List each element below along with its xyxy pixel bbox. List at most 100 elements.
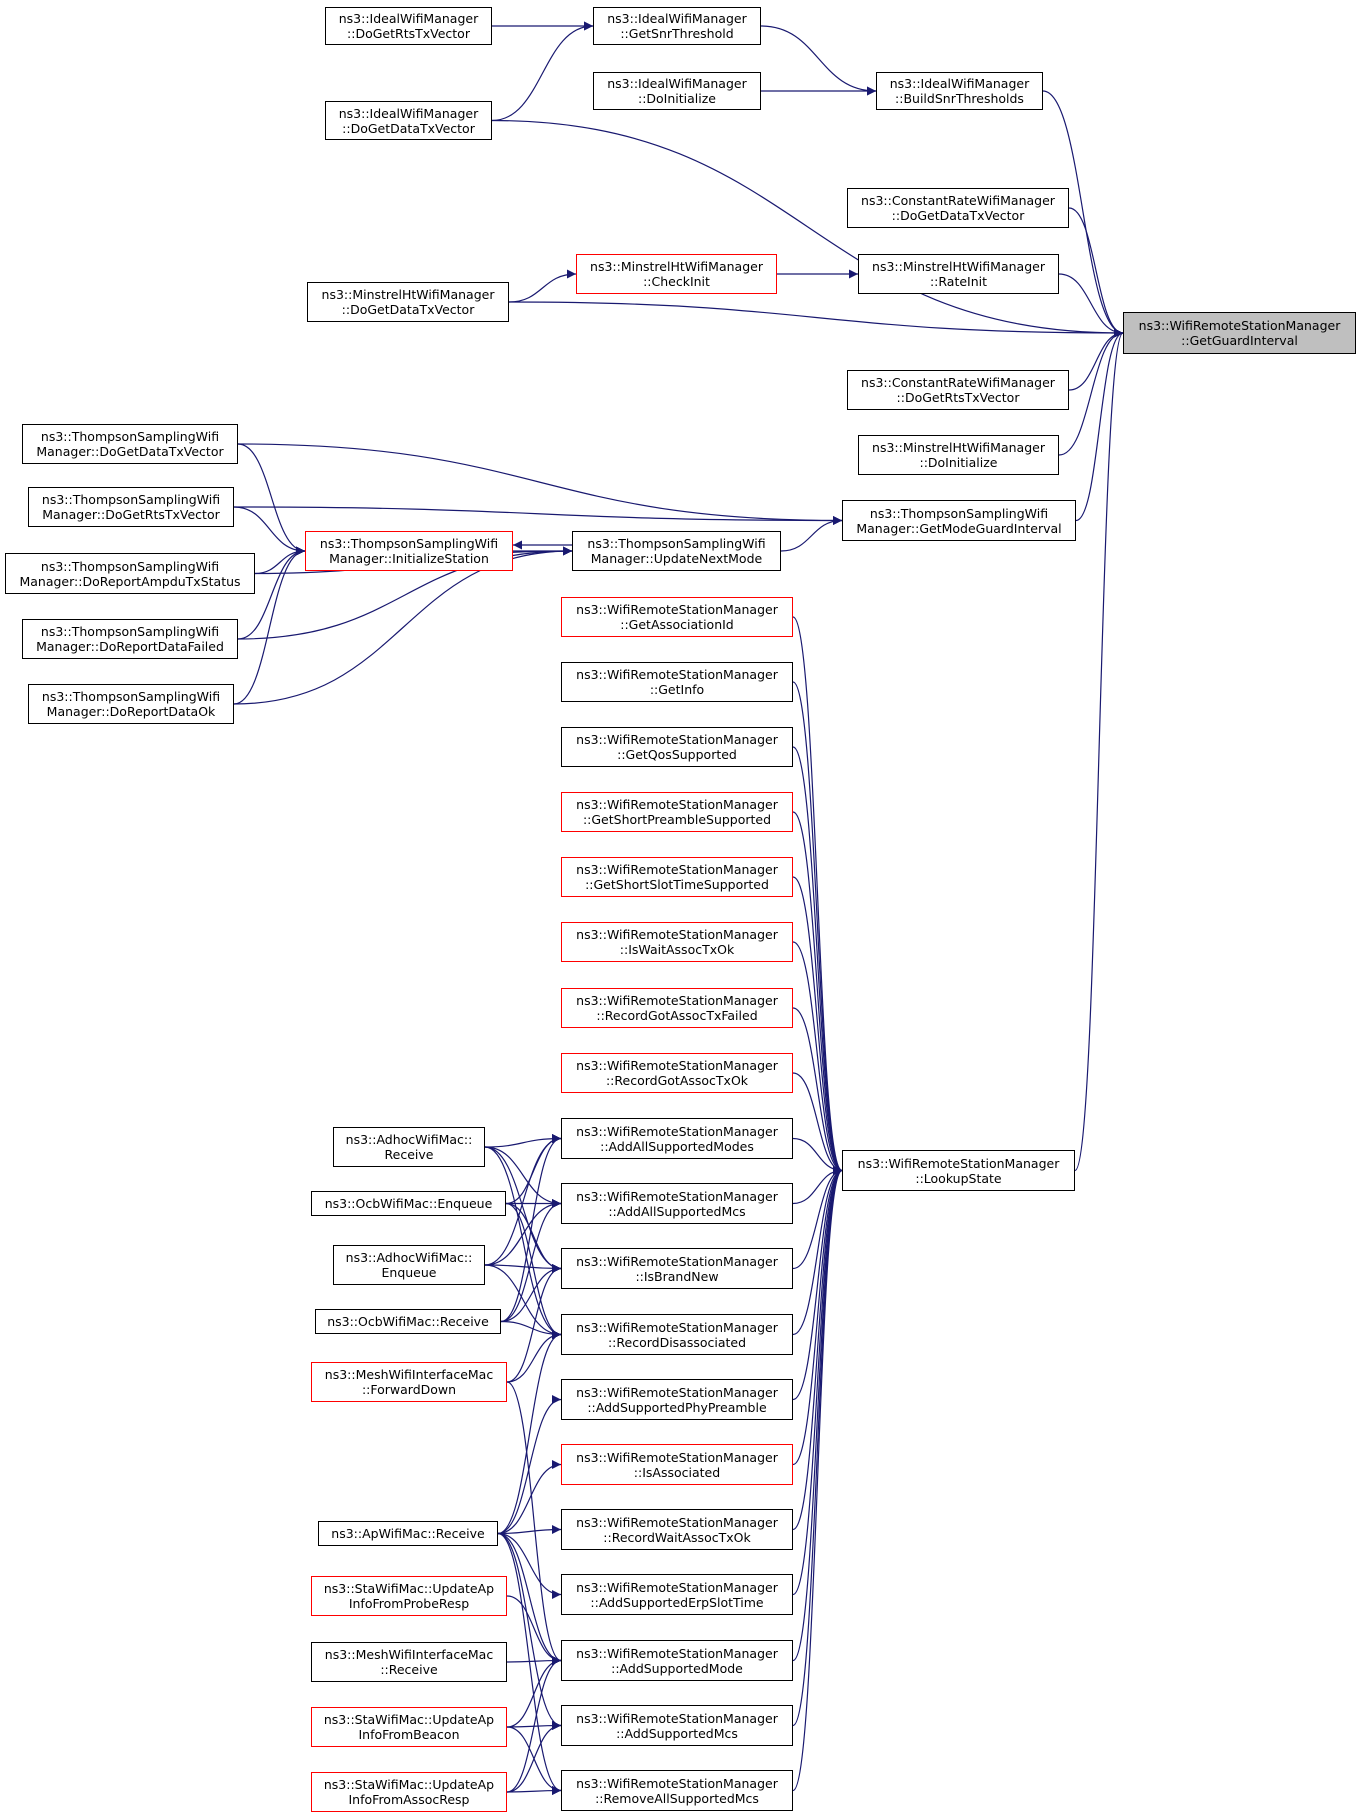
graph-node-wRemoveMcs[interactable]: ns3::WifiRemoteStationManager::RemoveAll… xyxy=(561,1770,793,1811)
graph-node-wShortSlot[interactable]: ns3::WifiRemoteStationManager::GetShortS… xyxy=(561,857,793,897)
graph-node-wErp[interactable]: ns3::WifiRemoteStationManager::AddSuppor… xyxy=(561,1574,793,1615)
node-label: ::RateInit xyxy=(929,274,988,289)
node-label: ::DoGetRtsTxVector xyxy=(896,390,1020,405)
node-label: ns3::WifiRemoteStationManager xyxy=(576,1775,778,1791)
edge-tsGetMode-to-root xyxy=(1075,328,1124,522)
graph-node-wGetQos[interactable]: ns3::WifiRemoteStationManager::GetQosSup… xyxy=(561,727,793,767)
graph-node-idealDoGetRts[interactable]: ns3::IdealWifiManager::DoGetRtsTxVector xyxy=(325,7,492,45)
node-label: ns3::StaWifiMac::UpdateAp xyxy=(323,1712,495,1727)
edge-tsDoGetData-to-tsGetMode xyxy=(237,443,843,525)
node-label: ns3::WifiRemoteStationManager xyxy=(576,862,778,877)
edge-staAssoc-to-wRemoveMcs xyxy=(506,1786,562,1796)
edge-mhRateInit-to-root xyxy=(1058,273,1124,338)
node-label: ::GetGuardInterval xyxy=(1181,333,1298,348)
graph-node-wPhyPre[interactable]: ns3::WifiRemoteStationManager::AddSuppor… xyxy=(561,1379,793,1420)
edge-wRecDisassoc-to-lookup xyxy=(792,1166,843,1336)
graph-node-ocbRecv[interactable]: ns3::OcbWifiMac::Receive xyxy=(315,1309,501,1334)
node-label: ::RecordWaitAssocTxOk xyxy=(603,1529,751,1545)
node-label: InfoFromProbeResp xyxy=(348,1596,470,1611)
edge-apRecv-to-wMode xyxy=(497,1532,562,1665)
graph-node-wRecFailed[interactable]: ns3::WifiRemoteStationManager::RecordGot… xyxy=(561,988,793,1028)
graph-node-wIsAssoc[interactable]: ns3::WifiRemoteStationManager::IsAssocia… xyxy=(561,1444,793,1485)
node-label: ns3::MinstrelHtWifiManager xyxy=(872,440,1045,455)
node-label: ::GetShortPreambleSupported xyxy=(582,812,772,827)
node-label: ns3::ThompsonSamplingWifi xyxy=(319,536,499,551)
edge-wGetInfo-to-lookup xyxy=(792,681,843,1175)
node-label: ::DoGetRtsTxVector xyxy=(347,26,470,41)
graph-node-lookup[interactable]: ns3::WifiRemoteStationManager::LookupSta… xyxy=(842,1150,1075,1191)
graph-node-wMcs[interactable]: ns3::WifiRemoteStationManager::AddSuppor… xyxy=(561,1705,793,1746)
node-label: ns3::WifiRemoteStationManager xyxy=(857,1155,1060,1171)
node-label: ns3::StaWifiMac::UpdateAp xyxy=(323,1581,495,1596)
graph-node-wMode[interactable]: ns3::WifiRemoteStationManager::AddSuppor… xyxy=(561,1640,793,1681)
graph-node-idealDoInit[interactable]: ns3::IdealWifiManager::DoInitialize xyxy=(593,72,761,110)
node-label: ns3::ThompsonSamplingWifi xyxy=(40,429,220,444)
graph-node-mhDoGetData[interactable]: ns3::MinstrelHtWifiManager::DoGetDataTxV… xyxy=(307,282,509,322)
node-label: ns3::ThompsonSamplingWifi xyxy=(40,624,220,639)
graph-node-mhDoInit[interactable]: ns3::MinstrelHtWifiManager::DoInitialize xyxy=(858,435,1059,475)
graph-node-adhocRecv[interactable]: ns3::AdhocWifiMac::Receive xyxy=(333,1127,485,1167)
graph-node-wGetAssocId[interactable]: ns3::WifiRemoteStationManager::GetAssoci… xyxy=(561,597,793,637)
graph-node-wIsWait[interactable]: ns3::WifiRemoteStationManager::IsWaitAss… xyxy=(561,922,793,962)
graph-node-crDoGetData[interactable]: ns3::ConstantRateWifiManager::DoGetDataT… xyxy=(847,188,1069,228)
edge-adhocEnq-to-wAllModes xyxy=(484,1134,562,1266)
node-label: Enqueue xyxy=(381,1265,437,1280)
graph-node-mhCheckInit[interactable]: ns3::MinstrelHtWifiManager::CheckInit xyxy=(576,254,777,294)
edge-wIsAssoc-to-lookup xyxy=(792,1166,843,1466)
node-label: ns3::ThompsonSamplingWifi xyxy=(41,689,221,704)
edge-tsFailed-to-tsInit xyxy=(237,546,306,640)
node-label: ::ForwardDown xyxy=(361,1382,457,1397)
node-label: Manager::InitializeStation xyxy=(329,551,489,566)
node-label: ns3::StaWifiMac::UpdateAp xyxy=(323,1777,495,1792)
edge-meshFwd-to-wMode xyxy=(506,1381,562,1665)
edge-idealDoGetData-to-idealGetSnr xyxy=(491,21,594,122)
edge-idealBuild-to-root xyxy=(1042,90,1124,338)
node-label: ::AddAllSupportedMcs xyxy=(608,1203,746,1219)
edge-tsDoGetData-to-tsInit xyxy=(237,443,306,556)
node-label: ::DoGetDataTxVector xyxy=(341,302,475,317)
graph-node-wAllModes[interactable]: ns3::WifiRemoteStationManager::AddAllSup… xyxy=(561,1118,793,1159)
node-label: ::RecordGotAssocTxFailed xyxy=(596,1008,758,1023)
graph-node-wRecWait[interactable]: ns3::WifiRemoteStationManager::RecordWai… xyxy=(561,1509,793,1550)
node-label: Manager::DoReportAmpduTxStatus xyxy=(19,573,241,589)
graph-node-wRecDisassoc[interactable]: ns3::WifiRemoteStationManager::RecordDis… xyxy=(561,1314,793,1355)
node-label: Manager::DoGetRtsTxVector xyxy=(42,507,220,522)
graph-node-wShortPre[interactable]: ns3::WifiRemoteStationManager::GetShortP… xyxy=(561,792,793,832)
node-label: ::RemoveAllSupportedMcs xyxy=(595,1790,759,1806)
graph-node-idealGetSnr[interactable]: ns3::IdealWifiManager::GetSnrThreshold xyxy=(593,7,761,45)
graph-node-ocbEnq[interactable]: ns3::OcbWifiMac::Enqueue xyxy=(311,1191,506,1216)
node-label: ::GetInfo xyxy=(649,682,705,697)
node-label: ::GetSnrThreshold xyxy=(620,26,734,41)
graph-node-idealBuild[interactable]: ns3::IdealWifiManager::BuildSnrThreshold… xyxy=(876,72,1043,110)
edge-tsUpdate-to-tsGetMode xyxy=(780,516,843,552)
graph-node-adhocEnq[interactable]: ns3::AdhocWifiMac::Enqueue xyxy=(333,1245,485,1285)
graph-node-wRecOk[interactable]: ns3::WifiRemoteStationManager::RecordGot… xyxy=(561,1053,793,1093)
edge-apRecv-to-wRecDisassoc xyxy=(497,1330,562,1535)
graph-node-idealDoGetData[interactable]: ns3::IdealWifiManager::DoGetDataTxVector xyxy=(325,101,492,140)
graph-node-wAllMcs[interactable]: ns3::WifiRemoteStationManager::AddAllSup… xyxy=(561,1183,793,1224)
graph-node-apRecv[interactable]: ns3::ApWifiMac::Receive xyxy=(318,1521,498,1546)
node-label: ::DoGetDataTxVector xyxy=(342,120,475,136)
node-label: ns3::ThompsonSamplingWifi xyxy=(587,536,766,551)
node-label: ns3::WifiRemoteStationManager xyxy=(576,993,778,1008)
node-label: ::AddSupportedErpSlotTime xyxy=(590,1594,764,1610)
node-label: ns3::MeshWifiInterfaceMac xyxy=(324,1367,494,1382)
graph-node-wGetInfo[interactable]: ns3::WifiRemoteStationManager::GetInfo xyxy=(561,662,793,702)
graph-node-meshFwd[interactable]: ns3::MeshWifiInterfaceMac::ForwardDown xyxy=(311,1362,507,1402)
graph-node-mhRateInit[interactable]: ns3::MinstrelHtWifiManager::RateInit xyxy=(858,254,1059,294)
graph-node-meshRecv[interactable]: ns3::MeshWifiInterfaceMac::Receive xyxy=(311,1642,507,1682)
graph-node-crDoGetRts[interactable]: ns3::ConstantRateWifiManager::DoGetRtsTx… xyxy=(847,370,1069,410)
graph-node-wBrandNew[interactable]: ns3::WifiRemoteStationManager::IsBrandNe… xyxy=(561,1248,793,1289)
